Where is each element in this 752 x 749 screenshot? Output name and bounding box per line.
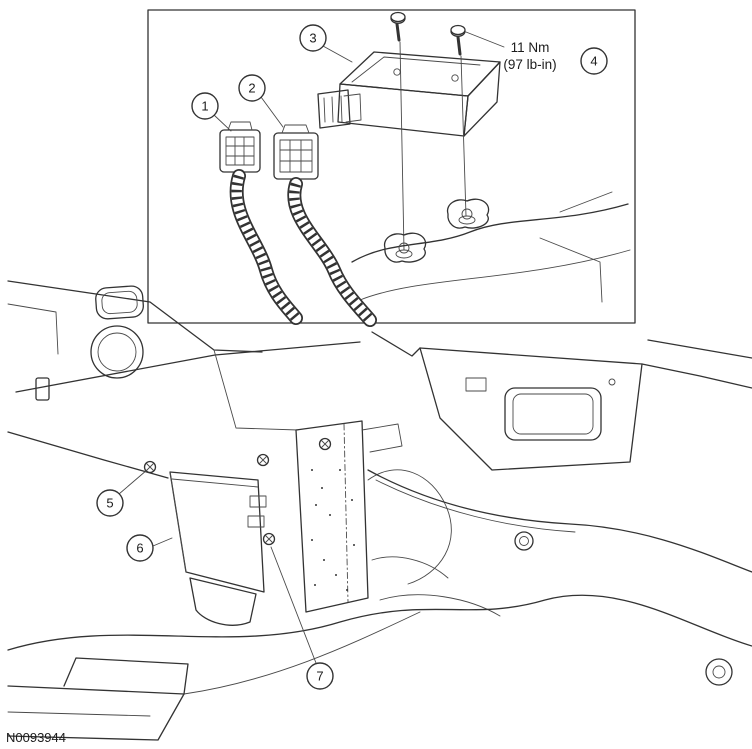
callout-3-number: 3 xyxy=(309,31,316,46)
module-bracket xyxy=(295,420,403,613)
callout-1: 1 xyxy=(191,92,232,132)
module-screw-a xyxy=(390,11,413,259)
inset-frame xyxy=(147,9,636,324)
callout-3: 3 xyxy=(299,24,353,63)
figure-id: N0093944 xyxy=(6,730,66,745)
screw-5 xyxy=(143,460,157,474)
callout-7: 7 xyxy=(270,546,334,690)
callout-7-circle xyxy=(306,662,334,690)
floor-carpet xyxy=(7,469,752,695)
inset-floor-lines xyxy=(351,191,631,303)
control-module xyxy=(317,51,501,137)
callout-5-circle xyxy=(96,489,124,517)
callout-2-number: 2 xyxy=(248,81,255,96)
seat-structure-lines xyxy=(367,469,501,617)
connector-2 xyxy=(273,124,319,180)
callout-7-number: 7 xyxy=(316,669,323,684)
wiring-loom-2 xyxy=(287,177,377,327)
module-screw-b xyxy=(450,24,476,225)
torque-value-alt: (97 lb-in) xyxy=(503,57,556,72)
wiring-loom-1 xyxy=(229,169,303,325)
callout-2: 2 xyxy=(238,74,284,128)
console xyxy=(371,331,752,471)
callout-6-number: 6 xyxy=(136,541,143,556)
torque-value: 11 Nm xyxy=(511,40,550,55)
callout-5: 5 xyxy=(96,469,148,517)
screw-bracket-top xyxy=(318,437,332,451)
floor-mat xyxy=(7,657,189,741)
screw-7 xyxy=(262,532,276,546)
callout-3-circle xyxy=(299,24,327,52)
connector-1 xyxy=(219,121,261,173)
callout-5-number: 5 xyxy=(106,496,113,511)
callout-4-circle xyxy=(580,47,608,75)
callout-1-circle xyxy=(191,92,219,120)
callout-2-circle xyxy=(238,74,266,102)
quarter-trim-panel xyxy=(7,280,361,479)
callout-6: 6 xyxy=(126,534,173,562)
callout-4-number: 4 xyxy=(590,54,597,69)
screw-cover-top xyxy=(256,453,270,467)
callout-1-number: 1 xyxy=(201,99,208,114)
access-cover xyxy=(169,471,267,626)
callout-6-circle xyxy=(126,534,154,562)
callout-4: 11 Nm (97 lb-in) 4 xyxy=(465,31,608,75)
